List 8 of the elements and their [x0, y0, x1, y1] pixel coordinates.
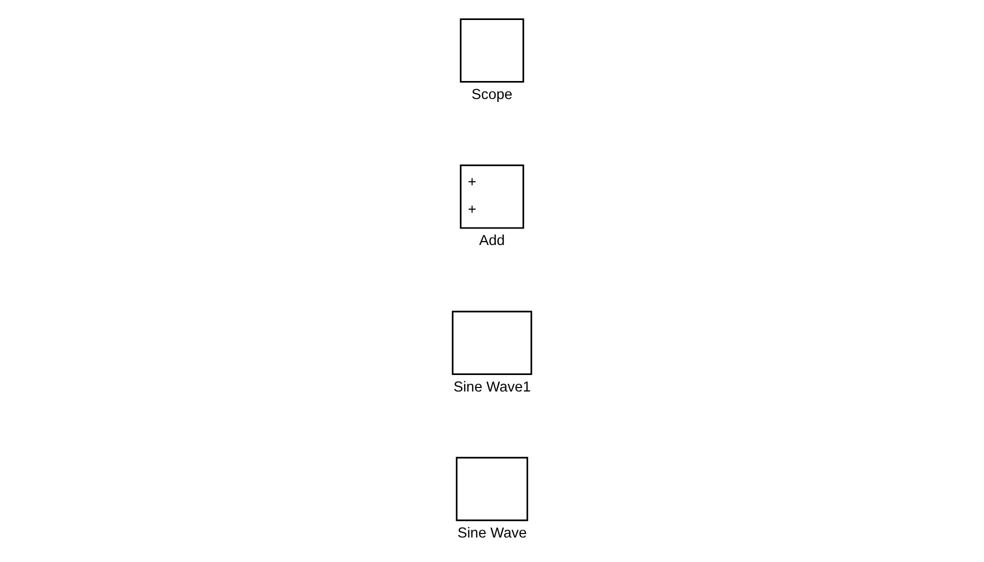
node-label: Scope — [472, 87, 512, 104]
node-label: Add — [479, 233, 505, 250]
node-box — [452, 310, 532, 375]
node-box: + + — [460, 164, 524, 229]
node-label: Sine Wave — [457, 525, 527, 542]
node-box — [460, 18, 524, 83]
node-box — [456, 456, 528, 522]
node-label: Sine Wave1 — [453, 379, 531, 396]
